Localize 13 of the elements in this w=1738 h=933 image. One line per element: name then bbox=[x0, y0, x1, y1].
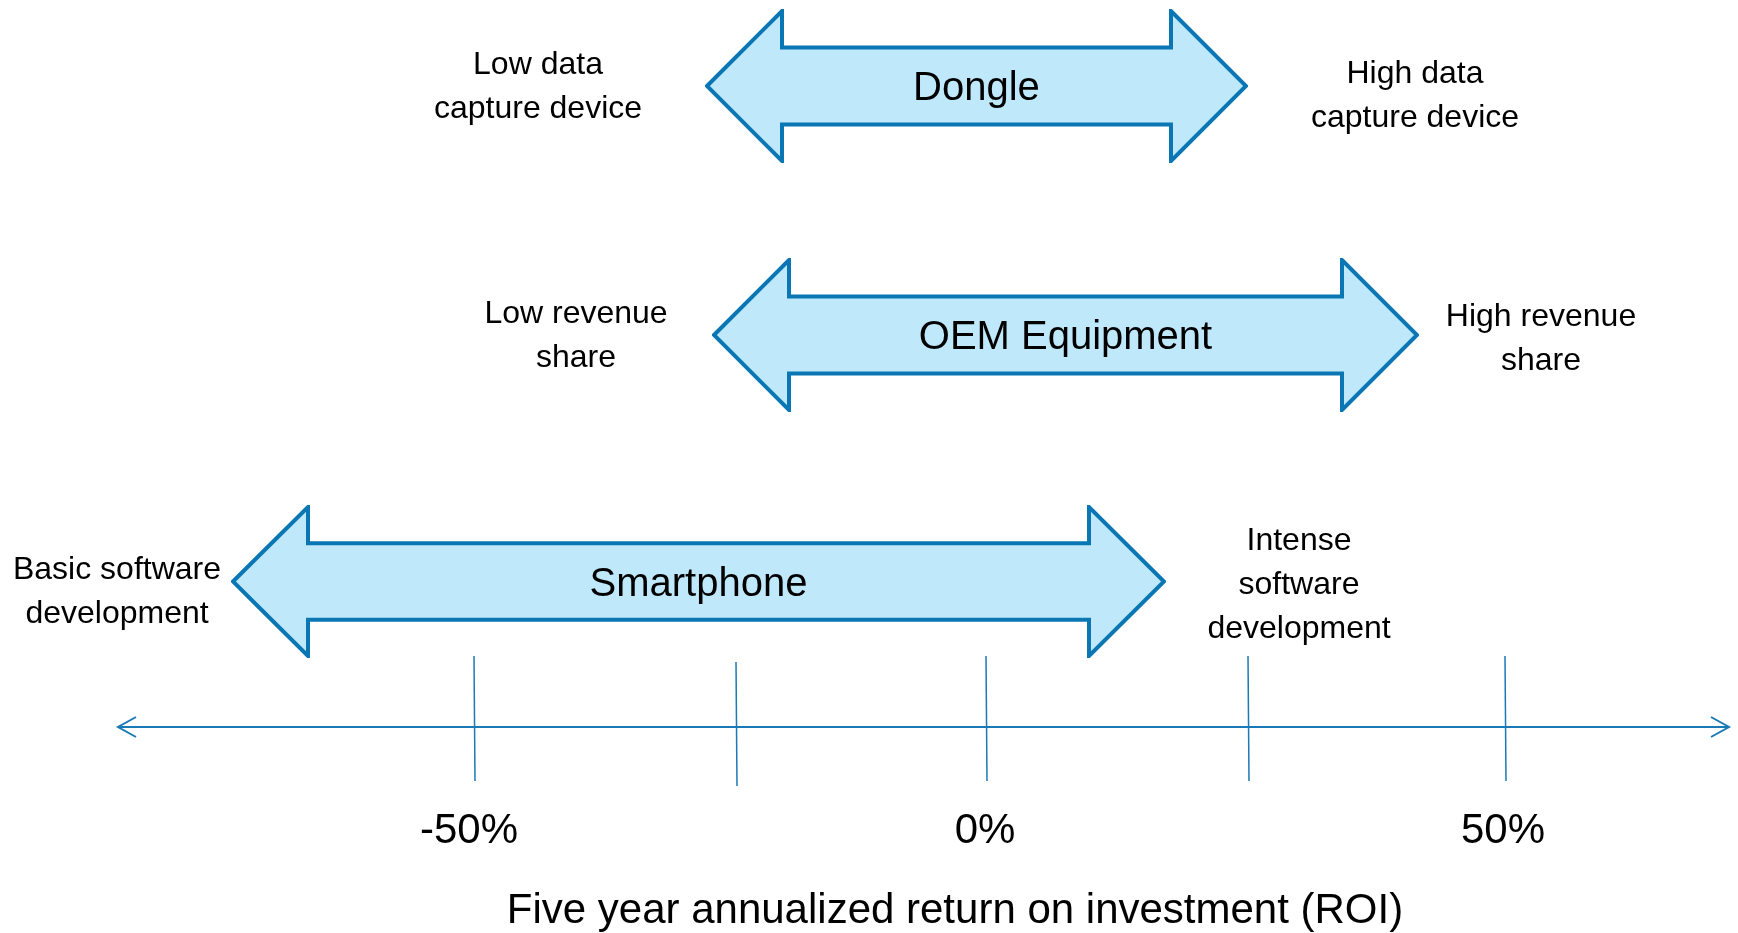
range-end-label: Intense software development bbox=[1206, 520, 1392, 647]
range-end-label: Basic software development bbox=[11, 549, 223, 632]
range-end-label: High revenue share bbox=[1444, 296, 1638, 379]
arrow-label: Dongle bbox=[913, 63, 1040, 110]
arrow-label: Smartphone bbox=[589, 558, 808, 606]
tick-label: -50% bbox=[419, 808, 519, 850]
range-end-label: Low data capture device bbox=[432, 44, 644, 127]
range-end-label: High data capture device bbox=[1309, 53, 1521, 136]
tick-label: 0% bbox=[954, 808, 1016, 850]
axis-title: Five year annualized return on investment (ROI) bbox=[506, 888, 1404, 930]
arrow-label: OEM Equipment bbox=[918, 312, 1213, 359]
tick-label: 50% bbox=[1460, 808, 1546, 850]
range-end-label: Low revenue share bbox=[483, 293, 669, 376]
